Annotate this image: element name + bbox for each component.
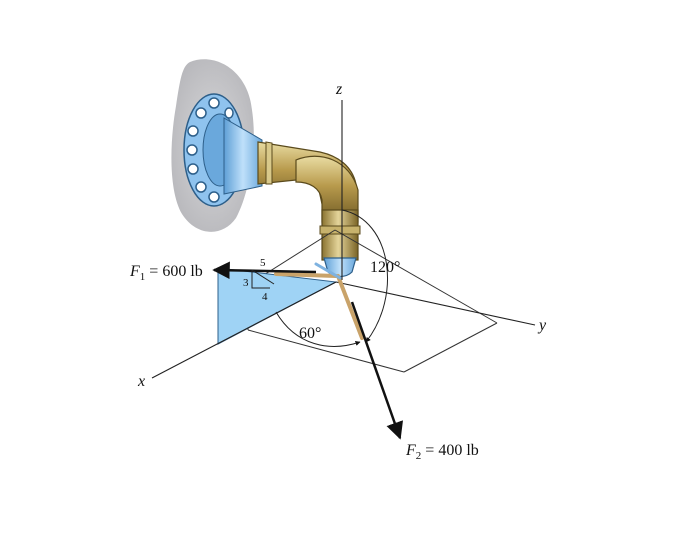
- force2-symbol: F: [405, 442, 416, 459]
- force-arrows: [212, 261, 404, 440]
- force1-subscript: 1: [140, 271, 146, 283]
- slope-triangle-legend: [251, 269, 275, 289]
- slope-horizontal: 4: [262, 291, 268, 303]
- angle-60-label: 60°: [299, 325, 321, 342]
- force2-equals: =: [421, 442, 438, 459]
- force2-unit: lb: [466, 442, 478, 459]
- pipe-end: [323, 257, 357, 278]
- cable-2: [336, 274, 364, 340]
- wall-mount: [171, 59, 263, 232]
- force1-value: 600: [162, 263, 186, 280]
- force1-equals: =: [145, 263, 162, 280]
- angle-120-label: 120°: [370, 259, 400, 276]
- x-axis: [151, 281, 337, 379]
- force2-subscript: 2: [416, 450, 422, 462]
- flange-cone: [223, 117, 263, 195]
- pipe: [257, 141, 361, 278]
- plane-edge-front: [247, 329, 405, 373]
- slope-hypotenuse: 5: [260, 257, 266, 269]
- force1-unit: lb: [190, 263, 202, 280]
- flange-bolts: [186, 97, 234, 203]
- slope-vertical: 3: [243, 277, 249, 289]
- pipe-coupling: [265, 141, 273, 185]
- angle-marks: [275, 209, 388, 347]
- y-axis-label: y: [537, 317, 547, 334]
- force2-value: 400: [438, 442, 462, 459]
- plane-edge-back-right: [334, 229, 498, 324]
- coordinate-axes: [151, 100, 536, 379]
- force2-arrow: [350, 301, 404, 440]
- force1-arrow: [212, 261, 317, 280]
- force1-symbol: F: [129, 263, 140, 280]
- y-axis: [335, 281, 536, 326]
- cables: [274, 262, 364, 340]
- z-axis-label: z: [335, 81, 343, 98]
- plane-edge-right: [403, 322, 498, 373]
- x-axis-label: x: [137, 373, 145, 390]
- cable-3: [314, 262, 342, 280]
- pipe-ring: [319, 225, 361, 235]
- angle-arc-120: [341, 209, 388, 343]
- cable-1: [274, 272, 338, 278]
- angle-arc-60: [275, 311, 361, 347]
